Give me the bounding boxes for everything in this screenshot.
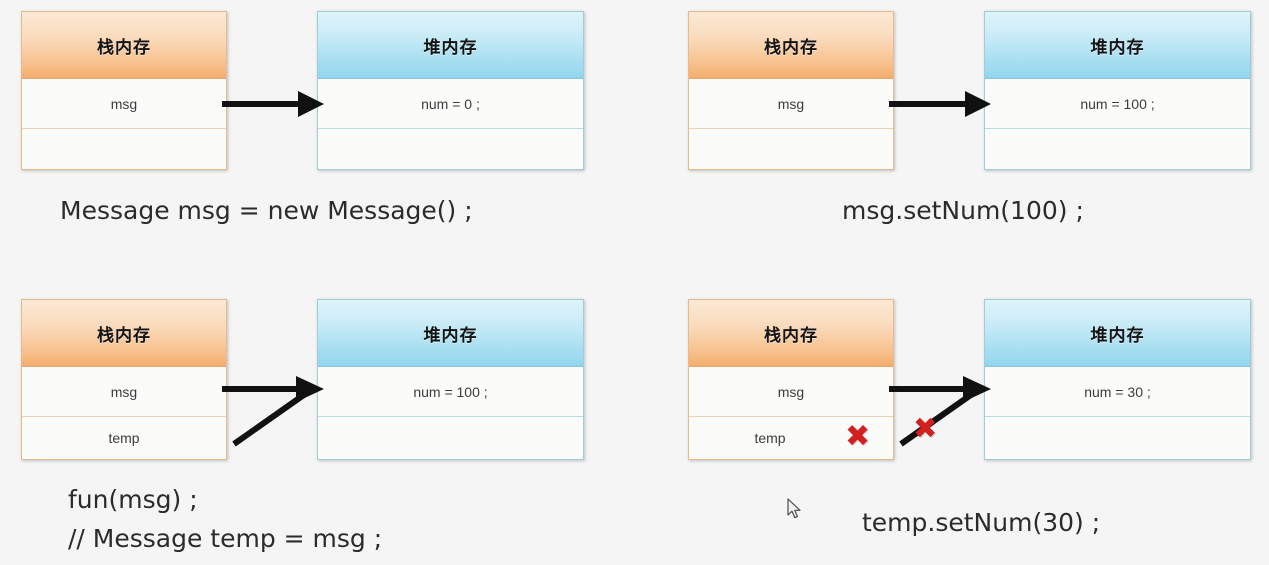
stack-row-msg-label-3: msg <box>110 383 138 400</box>
stack-header-2: 栈内存 <box>689 12 893 79</box>
stack-header-1: 栈内存 <box>22 12 226 79</box>
arrow-msg-to-heap-2 <box>889 91 991 117</box>
heap-row-num-1: num = 0 ; <box>318 79 583 129</box>
stack-row-temp-label-3: temp <box>108 430 140 446</box>
heap-row-num-label-4: num = 30 ; <box>1084 383 1151 400</box>
temp-arrow-x-icon: ✖ <box>913 413 938 445</box>
heap-row-empty-2 <box>985 129 1250 169</box>
caption-step-3-line-2: // Message temp = msg ; <box>68 524 383 553</box>
heap-header-3: 堆内存 <box>318 300 583 367</box>
heap-row-num-4: num = 30 ; <box>985 367 1250 417</box>
heap-row-num-label-1: num = 0 ; <box>421 95 480 112</box>
stack-row-msg-3: msg <box>22 367 226 417</box>
stack-memory-box-1: 栈内存 msg <box>21 11 227 170</box>
stack-row-msg-1: msg <box>22 79 226 129</box>
stack-row-empty-1 <box>22 129 226 169</box>
arrow-msg-to-heap-4 <box>889 376 991 447</box>
arrow-msg-to-heap-1 <box>222 91 324 117</box>
stack-row-msg-4: msg <box>689 367 893 417</box>
stack-row-msg-2: msg <box>689 79 893 129</box>
caption-step-3-line-1: fun(msg) ; <box>68 485 198 514</box>
heap-header-4: 堆内存 <box>985 300 1250 367</box>
stack-row-temp-4: temp <box>689 417 893 459</box>
caption-step-4: temp.setNum(30) ; <box>862 508 1101 537</box>
stack-row-temp-3: temp <box>22 417 226 459</box>
mouse-cursor-icon <box>787 498 801 519</box>
stack-memory-box-4: 栈内存 msg temp <box>688 299 894 460</box>
caption-step-2: msg.setNum(100) ; <box>842 196 1084 225</box>
heap-row-empty-3 <box>318 417 583 459</box>
heap-row-num-2: num = 100 ; <box>985 79 1250 129</box>
arrow-msg-to-heap-3 <box>222 376 324 447</box>
stack-row-msg-label-4: msg <box>777 383 805 400</box>
heap-header-2: 堆内存 <box>985 12 1250 79</box>
stack-memory-box-2: 栈内存 msg <box>688 11 894 170</box>
stack-row-msg-label-1: msg <box>110 95 138 112</box>
heap-row-num-label-3: num = 100 ; <box>413 383 488 400</box>
heap-row-num-3: num = 100 ; <box>318 367 583 417</box>
heap-row-num-label-2: num = 100 ; <box>1080 95 1155 112</box>
stack-header-3: 栈内存 <box>22 300 226 367</box>
temp-cell-x-icon: ✖ <box>845 420 871 453</box>
heap-row-empty-1 <box>318 129 583 169</box>
heap-row-empty-4 <box>985 417 1250 459</box>
heap-memory-box-4: 堆内存 num = 30 ; <box>984 299 1251 460</box>
caption-step-1: Message msg = new Message() ; <box>60 196 473 225</box>
heap-header-1: 堆内存 <box>318 12 583 79</box>
stack-row-msg-label-2: msg <box>777 95 805 112</box>
stack-memory-box-3: 栈内存 msg temp <box>21 299 227 460</box>
heap-memory-box-2: 堆内存 num = 100 ; <box>984 11 1251 170</box>
stack-header-4: 栈内存 <box>689 300 893 367</box>
stack-row-temp-label-4: temp <box>754 430 786 446</box>
heap-memory-box-1: 堆内存 num = 0 ; <box>317 11 584 170</box>
stack-row-empty-2 <box>689 129 893 169</box>
heap-memory-box-3: 堆内存 num = 100 ; <box>317 299 584 460</box>
